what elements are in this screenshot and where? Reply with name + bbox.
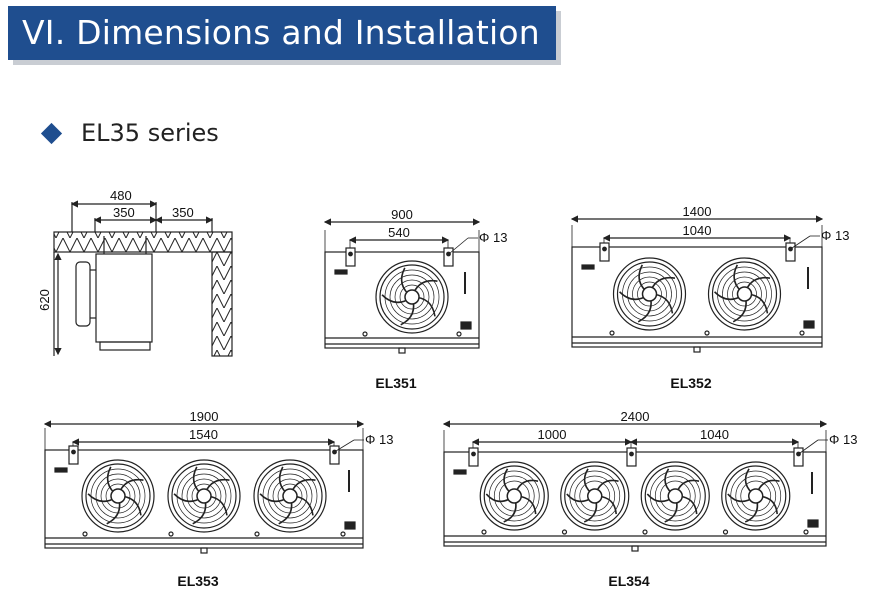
hole-diameter-label: Φ 13 — [821, 228, 849, 243]
model-name-label: EL351 — [375, 375, 416, 391]
bracket-spacing-label: 1000 — [538, 427, 567, 442]
brand-logo-icon — [581, 264, 595, 270]
mounting-bracket — [626, 447, 637, 467]
hole-diameter-label: Φ 13 — [365, 432, 393, 447]
side-width-label: 480 — [110, 188, 132, 203]
fan-guard-icon — [81, 459, 155, 533]
drain-outlet — [693, 346, 701, 353]
mounting-bracket — [599, 242, 610, 262]
fan-guard-icon — [560, 461, 630, 531]
unit-body-side — [95, 253, 153, 343]
bracket-spacing-label: 540 — [388, 225, 410, 240]
model-name-label: EL353 — [177, 573, 218, 589]
unit-el352: 1400 1040 Φ 13 EL352 — [570, 204, 849, 391]
model-name-label: EL354 — [608, 573, 649, 589]
bracket-spacing-label: 1040 — [700, 427, 729, 442]
side-gap-label: 350 — [172, 205, 194, 220]
brand-logo-icon — [334, 269, 348, 275]
mounting-bracket — [345, 247, 356, 267]
mounting-bracket — [793, 447, 804, 467]
unit-body — [571, 246, 823, 348]
fan-guard-icon — [721, 461, 791, 531]
side-height-label: 620 — [37, 289, 52, 311]
series-label: EL35 series — [81, 119, 219, 147]
overall-length-label: 900 — [391, 207, 413, 222]
brand-logo-icon — [453, 469, 467, 475]
overall-length-label: 1400 — [683, 204, 712, 219]
hole-leader-line — [335, 439, 355, 452]
hole-leader-line — [449, 237, 469, 254]
section-header: VI. Dimensions and Installation Size: — [8, 6, 556, 106]
fan-guard-icon — [253, 459, 327, 533]
unit-el353: 1900 1540 Φ 13 EL353 — [43, 409, 393, 589]
fan-guard-icon — [479, 461, 549, 531]
fan-guard-icon — [167, 459, 241, 533]
hole-diameter-label: Φ 13 — [829, 432, 857, 447]
nameplate-icon — [803, 320, 815, 329]
mounting-bracket — [785, 242, 796, 262]
wall-section — [211, 251, 233, 357]
nameplate-icon — [460, 321, 472, 330]
mounting-bracket — [68, 445, 79, 465]
fan-guard-icon — [375, 260, 449, 334]
hole-leader-line — [791, 235, 811, 249]
hole-leader-line — [799, 439, 819, 454]
series-heading: EL35 series — [40, 118, 219, 148]
drain-outlet — [398, 347, 406, 354]
fan-guard-icon — [707, 257, 782, 331]
side-view — [53, 200, 233, 357]
brand-logo-icon — [54, 467, 68, 473]
bracket-spacing-label: 1040 — [683, 223, 712, 238]
fan-guard-icon — [612, 257, 687, 331]
ceiling-beam — [53, 231, 233, 253]
unit-el354: 2400 1000 1040 Φ 13 EL354 — [442, 409, 857, 589]
mounting-bracket — [443, 247, 454, 267]
mounting-bracket — [329, 445, 340, 465]
overall-length-label: 2400 — [621, 409, 650, 424]
model-name-label: EL352 — [670, 375, 711, 391]
nameplate-icon — [344, 521, 356, 530]
side-depth-label: 350 — [113, 205, 135, 220]
bracket-spacing-label: 1540 — [189, 427, 218, 442]
nameplate-icon — [807, 519, 819, 528]
hole-diameter-label: Φ 13 — [479, 230, 507, 245]
section-title: VI. Dimensions and Installation Size: — [22, 13, 540, 106]
fan-guard-icon — [640, 461, 710, 531]
drain-outlet — [200, 547, 208, 554]
drain-outlet — [631, 545, 639, 552]
overall-length-label: 1900 — [190, 409, 219, 424]
unit-el351: 900 540 Φ 13 EL351 — [323, 207, 507, 391]
mounting-bracket — [468, 447, 479, 467]
